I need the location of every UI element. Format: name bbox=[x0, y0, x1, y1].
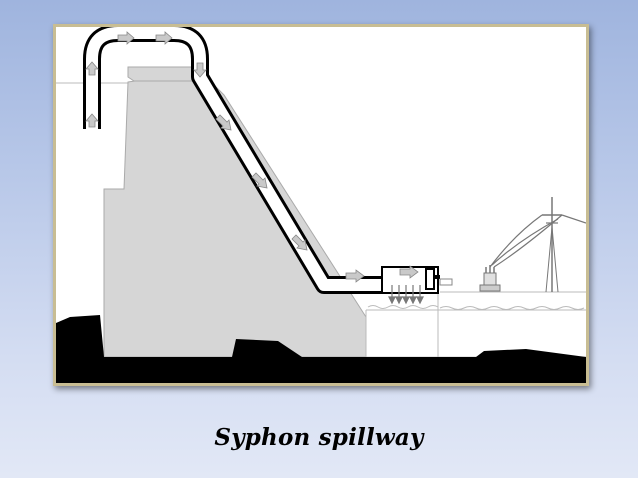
syphon-pipe bbox=[83, 27, 426, 294]
arrow-icon bbox=[155, 31, 173, 45]
transformer-icon bbox=[479, 265, 501, 292]
dam-body bbox=[103, 74, 367, 358]
slide-caption: Syphon spillway bbox=[214, 424, 424, 451]
discharge-arrows bbox=[388, 285, 424, 305]
foundation bbox=[56, 315, 586, 383]
arrow-icon bbox=[291, 234, 308, 251]
arrow-icon bbox=[345, 269, 365, 283]
arrow-icon bbox=[85, 113, 99, 128]
syphon-spillway-diagram bbox=[53, 24, 589, 386]
transmission-tower-icon bbox=[489, 197, 586, 293]
arrow-icon bbox=[193, 62, 207, 78]
flow-arrows bbox=[85, 31, 419, 283]
arrow-icon bbox=[117, 31, 135, 45]
arrow-icon bbox=[399, 265, 419, 279]
arrow-icon bbox=[251, 172, 268, 189]
arrow-icon bbox=[215, 114, 232, 131]
arrow-icon bbox=[85, 61, 99, 76]
